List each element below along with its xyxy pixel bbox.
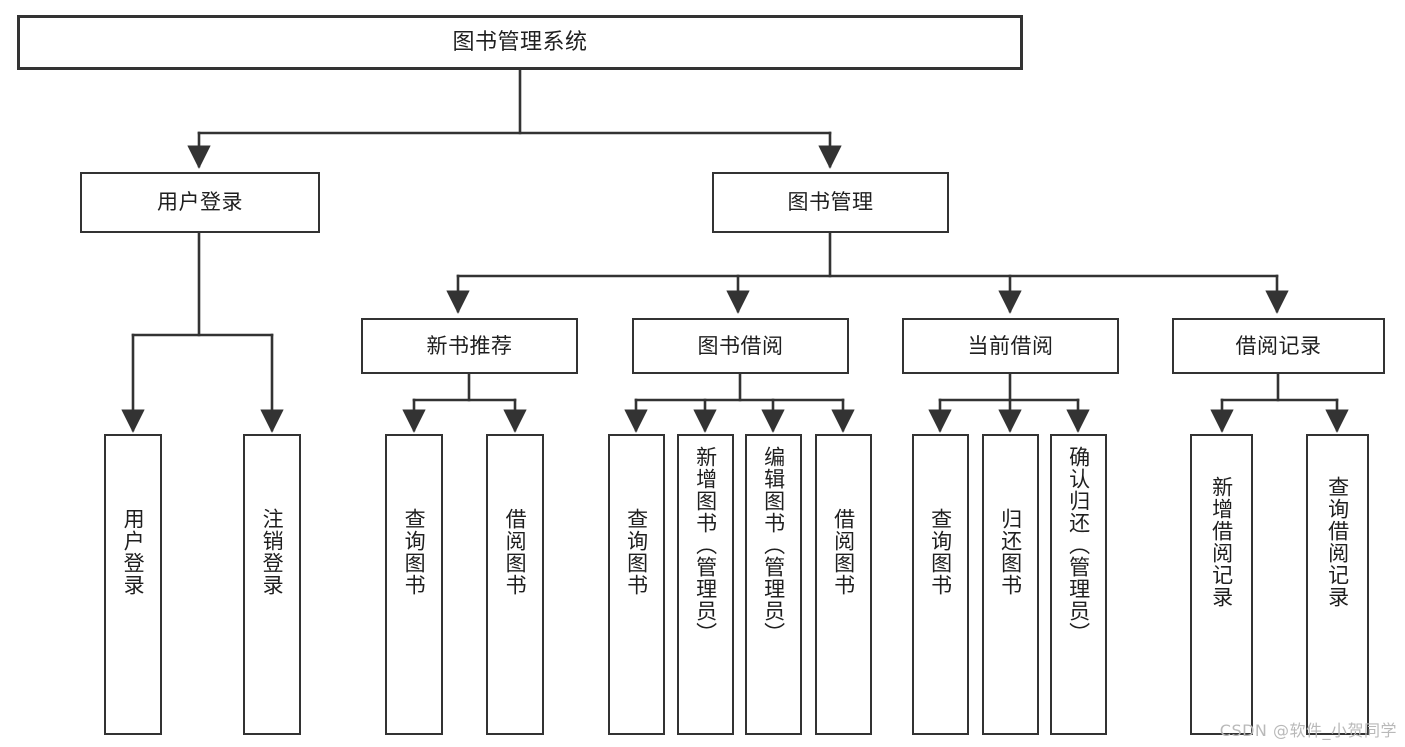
node-user-login[interactable]: 用户登录 [80, 172, 320, 233]
leaf-edit-book-label: 编辑图书（管理员） [761, 446, 786, 644]
leaf-edit-book[interactable]: 编辑图书（管理员） [745, 434, 802, 735]
leaf-add-record[interactable]: 新增借阅记录 [1190, 434, 1253, 735]
node-current-borrow-label: 当前借阅 [967, 333, 1054, 358]
leaf-query-record-label: 查询借阅记录 [1325, 476, 1350, 608]
leaf-query-book-2-label: 查询图书 [624, 508, 649, 596]
leaf-user-login[interactable]: 用户登录 [104, 434, 162, 735]
leaf-confirm-return[interactable]: 确认归还（管理员） [1050, 434, 1107, 735]
leaf-confirm-return-label: 确认归还（管理员） [1066, 446, 1091, 644]
node-borrow-record[interactable]: 借阅记录 [1172, 318, 1385, 374]
node-root-label: 图书管理系统 [452, 29, 588, 55]
node-current-borrow[interactable]: 当前借阅 [902, 318, 1119, 374]
leaf-add-book[interactable]: 新增图书（管理员） [677, 434, 734, 735]
leaf-return-book-label: 归还图书 [998, 508, 1023, 596]
leaf-logout-label: 注销登录 [260, 508, 285, 596]
node-user-login-label: 用户登录 [157, 190, 243, 215]
node-new-book-recommend-label: 新书推荐 [426, 333, 513, 358]
leaf-borrow-book-1-label: 借阅图书 [503, 508, 528, 596]
node-borrow-record-label: 借阅记录 [1235, 333, 1322, 358]
leaf-borrow-book-2[interactable]: 借阅图书 [815, 434, 872, 735]
node-book-borrow-label: 图书借阅 [697, 333, 784, 358]
leaf-query-book-1[interactable]: 查询图书 [385, 434, 443, 735]
leaf-query-record[interactable]: 查询借阅记录 [1306, 434, 1369, 735]
leaf-query-book-3-label: 查询图书 [928, 508, 953, 596]
leaf-add-book-label: 新增图书（管理员） [693, 446, 718, 644]
leaf-borrow-book-2-label: 借阅图书 [831, 508, 856, 596]
leaf-user-login-label: 用户登录 [121, 508, 146, 596]
node-new-book-recommend[interactable]: 新书推荐 [361, 318, 578, 374]
leaf-query-book-1-label: 查询图书 [402, 508, 427, 596]
node-book-borrow[interactable]: 图书借阅 [632, 318, 849, 374]
node-book-manage[interactable]: 图书管理 [712, 172, 949, 233]
leaf-query-book-3[interactable]: 查询图书 [912, 434, 969, 735]
leaf-add-record-label: 新增借阅记录 [1209, 476, 1234, 608]
node-book-manage-label: 图书管理 [787, 190, 874, 215]
leaf-query-book-2[interactable]: 查询图书 [608, 434, 665, 735]
leaf-logout[interactable]: 注销登录 [243, 434, 301, 735]
leaf-borrow-book-1[interactable]: 借阅图书 [486, 434, 544, 735]
node-root[interactable]: 图书管理系统 [17, 15, 1023, 70]
leaf-return-book[interactable]: 归还图书 [982, 434, 1039, 735]
watermark: CSDN @软件_小贺同学 [1219, 721, 1397, 740]
